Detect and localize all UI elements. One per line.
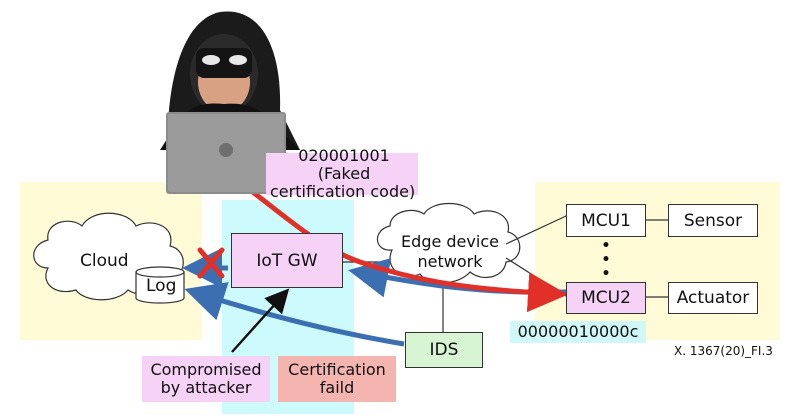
blue-arrow-ids-to-log [194,292,404,344]
mcu2-code-label: 00000010000c [510,321,646,343]
mcu1-box: MCU1 [566,204,646,237]
certification-line2: faild [320,379,354,397]
faked-code-line2: certification code) [270,183,415,201]
compromised-line2: by attacker [161,379,252,397]
faked-code-label: 020001001 (Faked certification code) [266,153,418,195]
certification-failed-label: Certification faild [278,356,396,402]
figure-reference: X. 1367(20)_FI.3 [674,344,773,358]
compromised-label: Compromised by attacker [142,356,270,402]
fail-x-mark [200,250,222,276]
mcu2-box: MCU2 [566,282,646,314]
edge-network-label-1: Edge device [394,232,506,252]
faked-code-line1: 020001001 (Faked [270,147,418,183]
ids-box: IDS [405,332,483,368]
actuator-box: Actuator [668,282,758,314]
black-arrow-compromised [232,292,286,352]
ellipsis-dots: • • • [596,238,616,282]
iot-gw-box: IoT GW [231,233,343,288]
edge-network-label-2: network [394,252,506,272]
compromised-line1: Compromised [150,361,261,379]
certification-line1: Certification [288,361,386,379]
sensor-box: Sensor [668,204,758,237]
log-label: Log [146,276,176,296]
cloud-label: Cloud [80,251,129,271]
